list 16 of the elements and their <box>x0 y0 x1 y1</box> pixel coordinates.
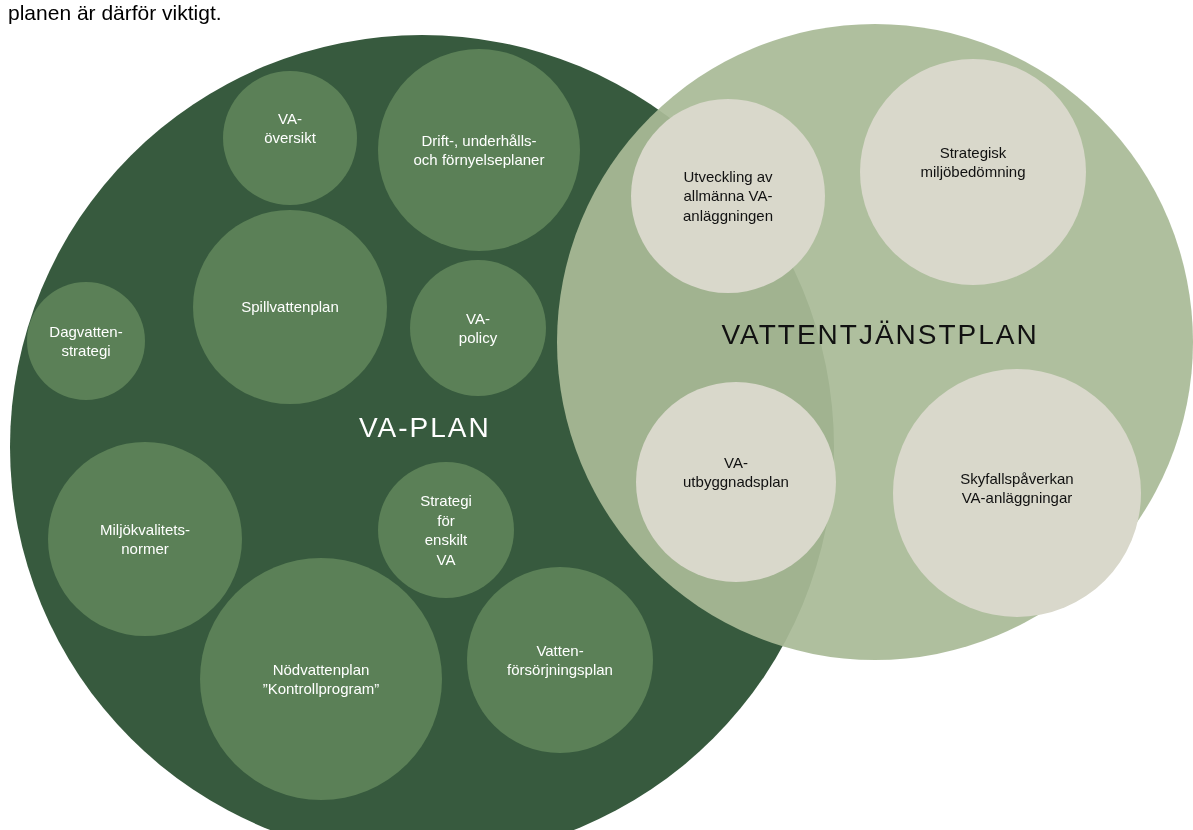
topic-label: VA-policy <box>457 308 499 348</box>
plan-heading: VATTENTJÄNSTPLAN <box>721 319 1039 351</box>
topic-label: Utveckling av allmänna VA-anläggningen <box>681 166 775 225</box>
topic-label: Spillvattenplan <box>240 297 340 317</box>
topic-label: VA-översikt <box>263 108 317 148</box>
topic-label: VA-utbyggnadsplan <box>682 452 790 492</box>
topic-label: Miljökvalitets-normer <box>99 519 191 559</box>
topic-label: Skyfallspåverkan VA-anläggningar <box>959 468 1075 508</box>
topic-label: Dagvatten-strategi <box>48 321 124 361</box>
topic-label: Strategisk miljöbedömning <box>919 142 1027 182</box>
topic-label: Vatten-försörjningsplan <box>506 640 614 680</box>
topic-label: Nödvattenplan ”Kontrollprogram” <box>261 659 381 699</box>
topic-label: Drift-, underhålls- och förnyelseplaner <box>413 130 545 170</box>
topic-label: Strategi för enskilt VA <box>419 491 473 569</box>
plan-heading: VA-PLAN <box>359 412 491 444</box>
intro-text: planen är därför viktigt. <box>8 0 222 26</box>
